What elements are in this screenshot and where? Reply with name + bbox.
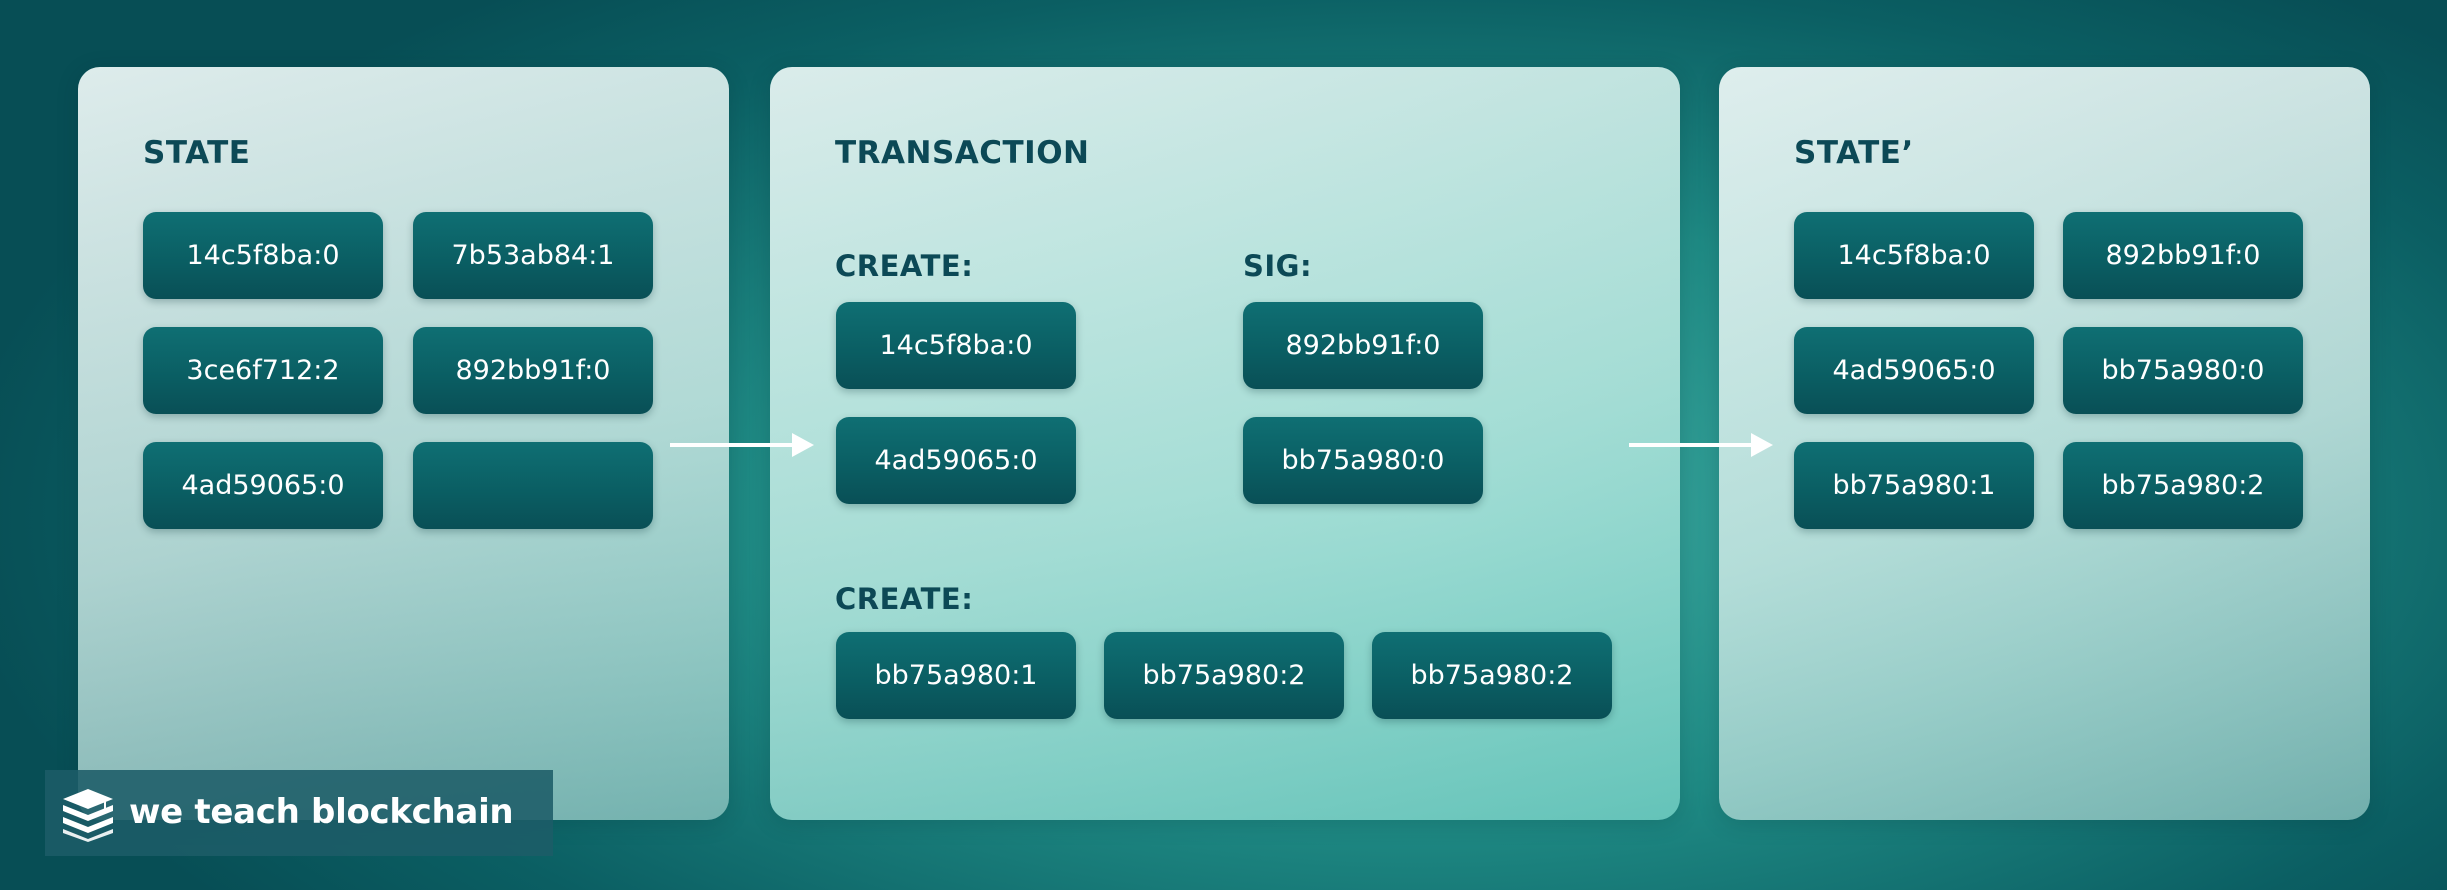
next-state-utxo: bb75a980:2 [2063, 442, 2303, 529]
output-utxo: bb75a980:1 [836, 632, 1076, 719]
input-utxo: 14c5f8ba:0 [836, 302, 1076, 389]
create-outputs-heading: CREATE: [835, 582, 974, 616]
transaction-heading: TRANSACTION [835, 135, 1090, 171]
state-utxo: 892bb91f:0 [413, 327, 653, 414]
create-inputs-heading: CREATE: [835, 249, 974, 283]
next-state-utxo: bb75a980:1 [1794, 442, 2034, 529]
state-panel: STATE 14c5f8ba:0 7b53ab84:1 3ce6f712:2 8… [78, 67, 729, 820]
state-utxo: 14c5f8ba:0 [143, 212, 383, 299]
next-state-utxo: bb75a980:0 [2063, 327, 2303, 414]
state-utxo: 4ad59065:0 [143, 442, 383, 529]
transaction-panel: TRANSACTION CREATE: 14c5f8ba:0 4ad59065:… [770, 67, 1680, 820]
output-utxo: bb75a980:2 [1372, 632, 1612, 719]
state-utxo: 7b53ab84:1 [413, 212, 653, 299]
arrow-right-icon [670, 433, 814, 457]
arrow-right-icon [1629, 433, 1773, 457]
next-state-utxo: 4ad59065:0 [1794, 327, 2034, 414]
next-state-heading: STATE’ [1794, 135, 1914, 171]
signature: 892bb91f:0 [1243, 302, 1483, 389]
logo-text: we teach blockchain [129, 792, 514, 832]
signature: bb75a980:0 [1243, 417, 1483, 504]
state-utxo-empty [413, 442, 653, 529]
state-utxo: 3ce6f712:2 [143, 327, 383, 414]
output-utxo: bb75a980:2 [1104, 632, 1344, 719]
blockchain-stack-icon [63, 789, 113, 842]
state-heading: STATE [143, 135, 251, 171]
sig-heading: SIG: [1243, 249, 1313, 283]
next-state-utxo: 892bb91f:0 [2063, 212, 2303, 299]
input-utxo: 4ad59065:0 [836, 417, 1076, 504]
next-state-utxo: 14c5f8ba:0 [1794, 212, 2034, 299]
brand-logo: we teach blockchain [45, 770, 553, 856]
next-state-panel: STATE’ 14c5f8ba:0 892bb91f:0 4ad59065:0 … [1719, 67, 2370, 820]
